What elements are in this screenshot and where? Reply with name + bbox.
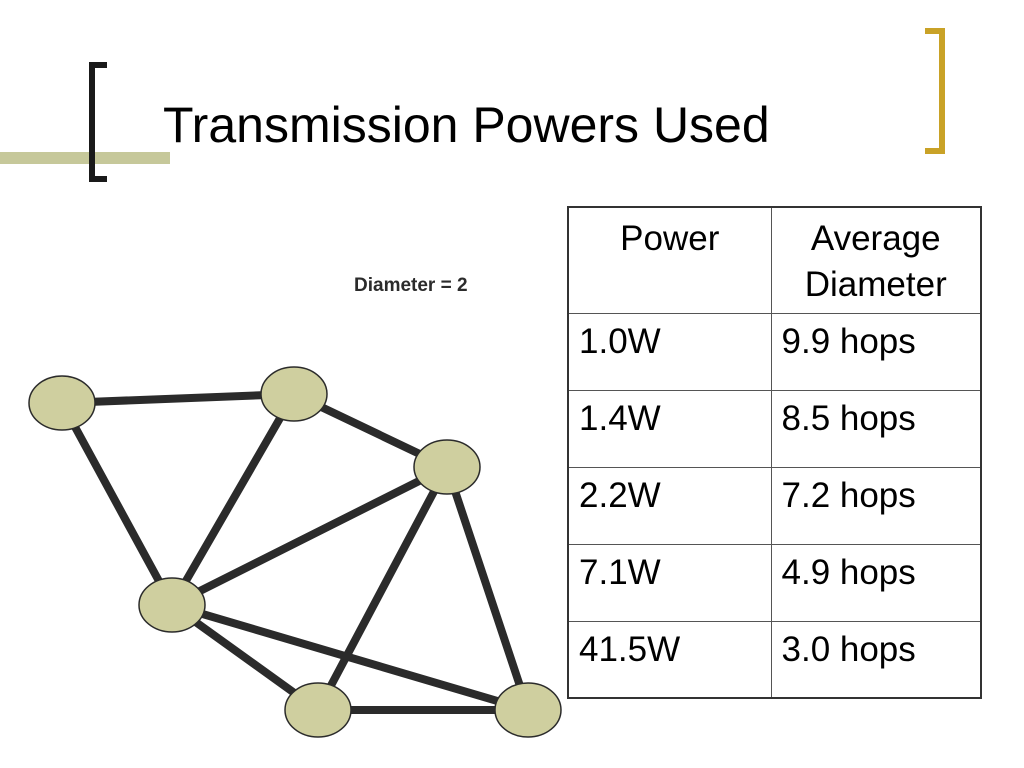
diameter-cell: 3.0 hops [770, 620, 982, 699]
graph-nodes [28, 366, 562, 738]
accent-bar [0, 152, 170, 164]
graph-node [260, 366, 328, 422]
table-header-row: Power Average Diameter [567, 206, 982, 314]
power-cell: 41.5W [567, 620, 772, 699]
table-row: 41.5W 3.0 hops [567, 620, 982, 699]
power-cell: 1.4W [567, 389, 772, 468]
graph-node [28, 375, 96, 431]
column-header-average-diameter: Average Diameter [770, 206, 982, 314]
power-cell: 2.2W [567, 466, 772, 545]
graph-edge [314, 463, 451, 714]
graph-edge [58, 399, 176, 609]
graph-node [284, 682, 352, 738]
table-row: 1.4W 8.5 hops [567, 389, 982, 468]
graph-edge [168, 390, 298, 609]
diameter-cell: 7.2 hops [770, 466, 982, 545]
graph-node [413, 439, 481, 495]
graph-edge [58, 390, 298, 407]
table-row: 7.1W 4.9 hops [567, 543, 982, 622]
diameter-label: Diameter = 2 [354, 275, 468, 296]
right-bracket-decoration [925, 28, 945, 154]
graph-edge [168, 601, 532, 714]
diameter-cell: 8.5 hops [770, 389, 982, 468]
power-cell: 1.0W [567, 312, 772, 391]
diameter-cell: 4.9 hops [770, 543, 982, 622]
graph-node [138, 577, 206, 633]
power-diameter-table: Power Average Diameter 1.0W 9.9 hops 1.4… [567, 206, 982, 699]
power-cell: 7.1W [567, 543, 772, 622]
diameter-cell: 9.9 hops [770, 312, 982, 391]
graph-edges [58, 390, 532, 714]
left-bracket-decoration [89, 62, 107, 182]
table-row: 1.0W 9.9 hops [567, 312, 982, 391]
graph-node [494, 682, 562, 738]
slide-title: Transmission Powers Used [163, 97, 770, 153]
table-row: 2.2W 7.2 hops [567, 466, 982, 545]
graph-edge [443, 463, 532, 714]
column-header-power: Power [567, 206, 772, 314]
graph-edge [168, 463, 451, 609]
